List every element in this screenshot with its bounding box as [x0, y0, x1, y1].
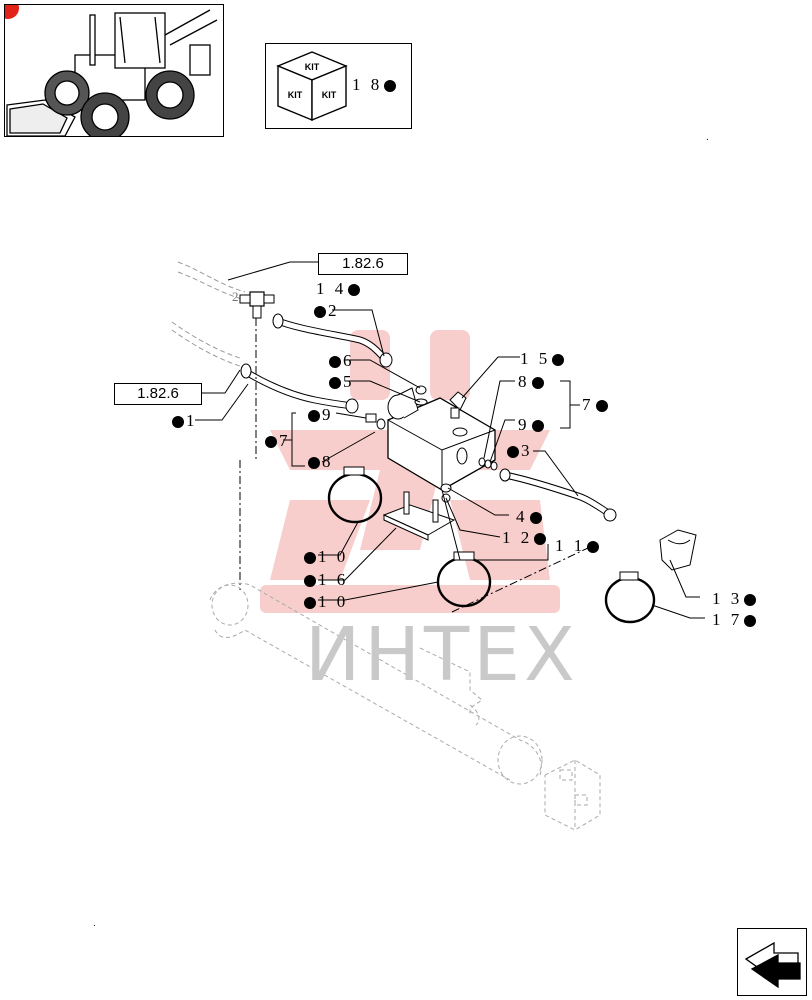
ref-box-left[interactable]: 1.82.6 — [114, 383, 202, 405]
callout-14[interactable]: 1 4 — [316, 280, 362, 298]
kit-ref-callout: 1 8 — [352, 76, 398, 94]
callout-2[interactable]: 2 — [312, 302, 340, 320]
bullet-icon — [308, 410, 320, 423]
callout-15[interactable]: 1 5 — [520, 350, 566, 368]
callout-9-left[interactable]: 9 — [306, 406, 334, 424]
callout-8-right[interactable]: 8 — [518, 373, 546, 391]
bullet-icon — [595, 400, 608, 413]
stray-mark: . — [706, 132, 709, 143]
machine-thumbnail[interactable] — [4, 4, 224, 137]
bullet-icon — [534, 533, 547, 546]
callout-7-left[interactable]: 7 — [263, 432, 291, 450]
bullet-icon — [531, 420, 544, 433]
kit-label-left: KIT — [288, 90, 303, 100]
callout-16[interactable]: 1 6 — [302, 571, 348, 589]
watermark-text: ИНТЕХ — [305, 612, 579, 698]
bullet-icon — [587, 541, 600, 554]
bullet-icon — [172, 416, 184, 429]
callout-9-right[interactable]: 9 — [518, 416, 546, 434]
callout-5[interactable]: 5 — [327, 373, 355, 391]
kit-cube-icon: KIT KIT KIT — [276, 51, 348, 122]
bullet-icon — [744, 615, 757, 628]
bullet-icon — [314, 306, 326, 319]
stray-mark: . — [93, 918, 96, 929]
callout-11[interactable]: 1 1 — [555, 537, 601, 555]
bullet-icon — [348, 284, 361, 297]
bullet-icon — [384, 80, 397, 93]
next-page-arrow-icon — [744, 941, 801, 989]
bullet-icon — [531, 377, 544, 390]
callout-4[interactable]: 4 — [516, 508, 544, 526]
callout-7-right[interactable]: 7 — [582, 396, 610, 414]
bullet-icon — [308, 457, 320, 470]
red-badge-icon — [5, 5, 19, 19]
bullet-icon — [552, 354, 565, 367]
callout-2-faint: 2 — [232, 289, 242, 304]
callout-3[interactable]: 3 — [505, 442, 533, 460]
bullet-icon — [329, 377, 341, 390]
kit-reference-box: KIT KIT KIT 1 8 — [265, 43, 412, 129]
callout-17[interactable]: 1 7 — [712, 611, 758, 629]
callout-10-lower[interactable]: 1 0 — [302, 593, 348, 611]
backhoe-loader-icon — [6, 9, 218, 136]
bullet-icon — [507, 446, 519, 459]
bullet-icon — [744, 594, 757, 607]
bullet-icon — [304, 597, 316, 610]
bullet-icon — [304, 552, 316, 565]
kit-label-right: KIT — [322, 90, 337, 100]
next-page-button[interactable] — [737, 928, 807, 996]
bullet-icon — [304, 575, 316, 588]
bullet-icon — [329, 356, 341, 369]
kit-label-top: KIT — [305, 62, 320, 72]
callout-1[interactable]: 1 — [170, 412, 198, 430]
callout-6[interactable]: 6 — [327, 352, 355, 370]
callout-13[interactable]: 1 3 — [712, 590, 758, 608]
ref-box-top[interactable]: 1.82.6 — [318, 253, 408, 275]
callout-12[interactable]: 1 2 — [502, 529, 548, 547]
bullet-icon — [265, 436, 277, 449]
bullet-icon — [529, 512, 542, 525]
callout-8-left[interactable]: 8 — [306, 453, 334, 471]
callout-10-upper[interactable]: 1 0 — [302, 548, 348, 566]
